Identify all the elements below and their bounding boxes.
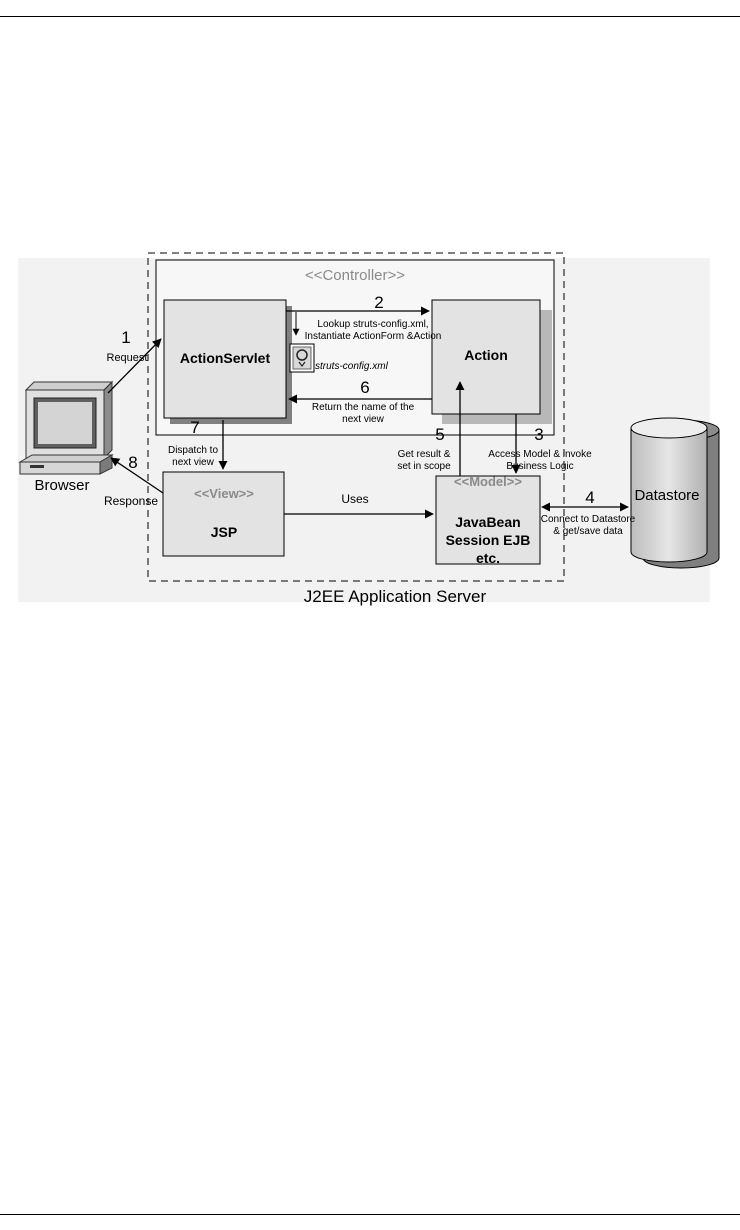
step-1-label: Request xyxy=(107,352,148,364)
config-file-label: struts-config.xml xyxy=(315,361,389,372)
arrow-response xyxy=(110,457,164,494)
page-bottom-rule xyxy=(0,1214,740,1215)
step-7-number: 7 xyxy=(190,418,199,437)
step-4-number: 4 xyxy=(585,488,594,507)
model-line1: JavaBean xyxy=(455,514,520,530)
step-5-number: 5 xyxy=(435,425,444,444)
model-box xyxy=(435,475,541,565)
step-2-line1: Lookup struts-config.xml, xyxy=(317,319,428,330)
j2ee-server-label: J2EE Application Server xyxy=(304,587,487,606)
action-label: Action xyxy=(464,347,508,363)
model-line3: etc. xyxy=(476,550,500,566)
action-servlet-label: ActionServlet xyxy=(180,350,271,366)
struts-architecture-diagram: J2EE Application Server <<Controller>> A… xyxy=(18,252,720,606)
step-3-line2: Business Logic xyxy=(506,461,573,472)
step-6-number: 6 xyxy=(360,378,369,397)
config-file-icon xyxy=(289,343,315,373)
step-8-number: 8 xyxy=(128,453,137,472)
step-8-label: Response xyxy=(104,494,158,508)
datastore-cylinder-icon xyxy=(630,417,720,569)
step-3-number: 3 xyxy=(534,425,543,444)
step-5-line1: Get result & xyxy=(398,449,451,460)
step-3-line1: Access Model & invoke xyxy=(488,449,592,460)
j2ee-server-boundary xyxy=(147,252,565,582)
step-5-line2: set in scope xyxy=(397,461,451,472)
page-top-rule xyxy=(0,16,740,17)
step-4-line2: & get/save data xyxy=(553,526,623,537)
step-6-line1: Return the name of the xyxy=(312,402,415,413)
step-6-line2: next view xyxy=(342,414,384,425)
step-7-line1: Dispatch to xyxy=(168,445,218,456)
step-7-line2: next view xyxy=(172,457,214,468)
step-1-number: 1 xyxy=(121,328,130,347)
arrow-request xyxy=(107,338,162,394)
action-box xyxy=(431,299,541,415)
model-line2: Session EJB xyxy=(446,532,531,548)
view-stereotype: <<View>> xyxy=(194,486,254,501)
step-4-line1: Connect to Datastore xyxy=(541,514,636,525)
uses-label: Uses xyxy=(341,492,368,506)
model-stereotype: <<Model>> xyxy=(454,474,522,489)
step-2-line2: Instantiate ActionForm &Action xyxy=(305,331,442,342)
view-box xyxy=(162,471,285,557)
browser-label: Browser xyxy=(34,477,89,494)
action-servlet-box xyxy=(163,299,287,419)
controller-stereotype: <<Controller>> xyxy=(305,267,405,284)
view-label: JSP xyxy=(211,524,237,540)
browser-computer-icon xyxy=(18,380,114,475)
step-2-number: 2 xyxy=(374,293,383,312)
datastore-label: Datastore xyxy=(634,487,699,504)
